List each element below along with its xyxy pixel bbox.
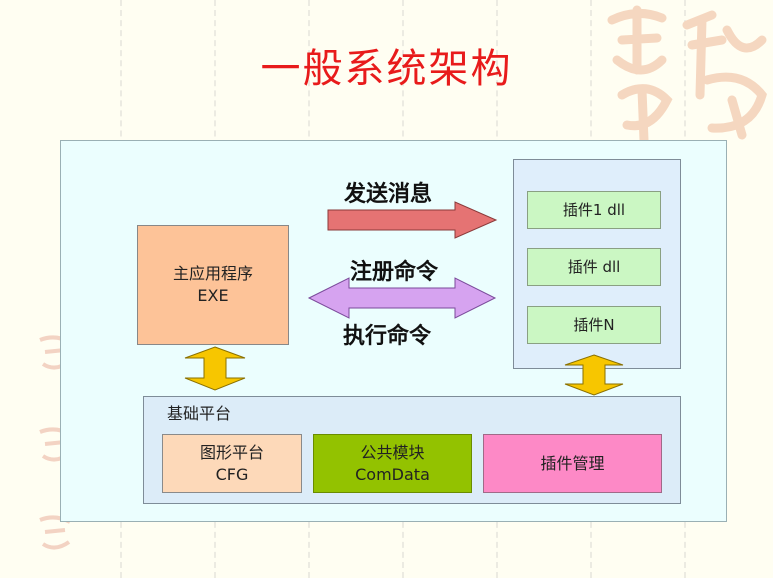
base-platform-label: 基础平台 xyxy=(167,404,232,423)
main-app-box[interactable]: 主应用程序 EXE xyxy=(137,225,289,345)
plugin-platform-arrow xyxy=(564,354,624,396)
graphics-platform-name: 图形平台 xyxy=(199,442,264,462)
main-app-type: EXE xyxy=(197,286,229,305)
plugin-label: 插件N xyxy=(573,316,615,334)
plugin-box-2[interactable]: 插件 dll xyxy=(527,248,661,286)
register-command-label: 注册命令 xyxy=(350,259,439,285)
plugin-manager-name: 插件管理 xyxy=(540,453,605,473)
graphics-platform-box[interactable]: 图形平台 CFG xyxy=(162,434,302,493)
common-module-code: ComData xyxy=(355,464,430,484)
send-message-arrow xyxy=(327,201,498,239)
app-platform-arrow xyxy=(184,346,246,391)
plugin-box-1[interactable]: 插件1 dll xyxy=(527,191,661,229)
common-module-box[interactable]: 公共模块 ComData xyxy=(313,434,472,493)
plugin-label: 插件 dll xyxy=(567,258,621,276)
plugin-label: 插件1 dll xyxy=(562,201,626,219)
send-message-label: 发送消息 xyxy=(344,181,433,207)
plugin-box-n[interactable]: 插件N xyxy=(527,306,661,344)
common-module-name: 公共模块 xyxy=(360,442,425,462)
command-double-arrow xyxy=(307,277,497,319)
seal-logo-large xyxy=(607,5,767,145)
page-title: 一般系统架构 xyxy=(260,46,513,92)
execute-command-label: 执行命令 xyxy=(343,323,432,349)
graphics-platform-code: CFG xyxy=(215,464,249,484)
plugin-manager-box[interactable]: 插件管理 xyxy=(483,434,662,493)
main-app-name: 主应用程序 xyxy=(172,264,253,283)
